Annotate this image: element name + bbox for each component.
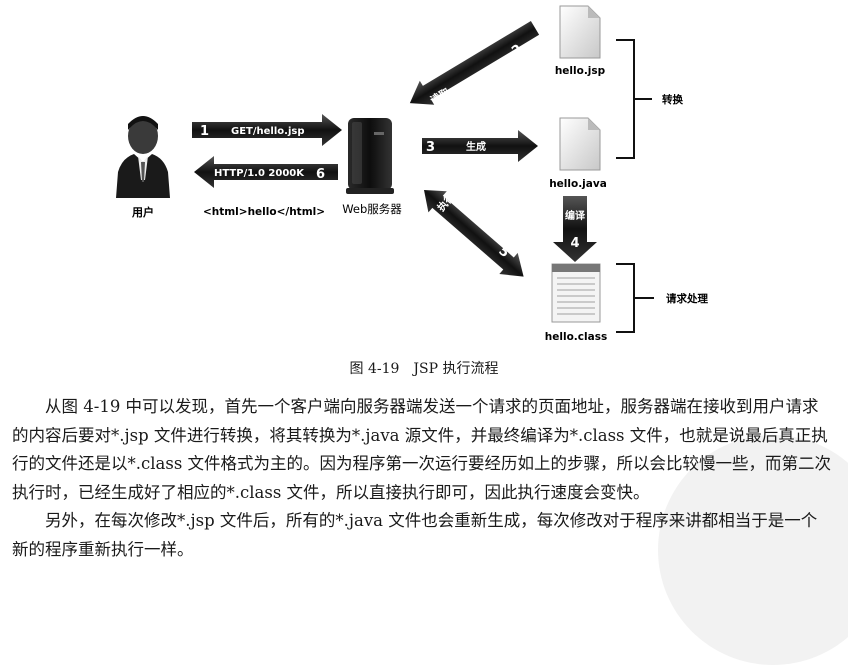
arrow-step-4: [553, 196, 597, 262]
user-label: 用户: [132, 205, 154, 219]
arrow-step-3: [422, 130, 538, 162]
step-3-number: 3: [426, 140, 435, 155]
arrow-step-6: [194, 156, 338, 188]
java-file-icon: [559, 117, 601, 171]
request-processing-label: 请求处理: [666, 292, 708, 305]
step-1-label: GET/hello.jsp: [231, 126, 304, 137]
class-file-icon: [551, 263, 601, 323]
page: 用户 Web服务器 1 GET/hello.jsp HTTP/1.0 2000K…: [12, 5, 848, 665]
jsp-flow-diagram: 用户 Web服务器 1 GET/hello.jsp HTTP/1.0 2000K…: [116, 5, 708, 343]
user-icon: [116, 116, 170, 198]
body-text: 从图 4-19 中可以发现，首先一个客户端向服务器端发送一个请求的页面地址，服务…: [12, 393, 832, 564]
arrow-step-5: [424, 190, 524, 277]
step-6-label: HTTP/1.0 2000K: [214, 168, 305, 179]
figure-caption: 图 4-19 JSP 执行流程: [349, 361, 499, 377]
html-output-label: <html>hello</html>: [203, 206, 325, 218]
jsp-file-icon: [559, 5, 601, 59]
server-label: Web服务器: [342, 202, 402, 216]
class-file-label: hello.class: [545, 331, 607, 343]
java-file-label: hello.java: [549, 178, 607, 190]
step-3-label: 生成: [466, 140, 486, 153]
jsp-file-label: hello.jsp: [555, 65, 606, 77]
step-4-label: 编译: [565, 209, 586, 222]
paragraph-1: 从图 4-19 中可以发现，首先一个客户端向服务器端发送一个请求的页面地址，服务…: [12, 397, 832, 502]
server-icon: [346, 118, 394, 194]
translate-label: 转换: [662, 93, 683, 106]
arrow-step-2: [409, 21, 540, 105]
step-6-number: 6: [316, 167, 325, 182]
paragraph-2: 另外，在每次修改*.jsp 文件后，所有的*.java 文件也会重新生成，每次修…: [12, 511, 818, 559]
request-processing-bracket: [616, 263, 654, 333]
arrow-step-1: [192, 114, 342, 146]
step-1-number: 1: [200, 124, 209, 139]
translate-bracket: [616, 39, 652, 159]
step-4-number: 4: [570, 236, 579, 251]
